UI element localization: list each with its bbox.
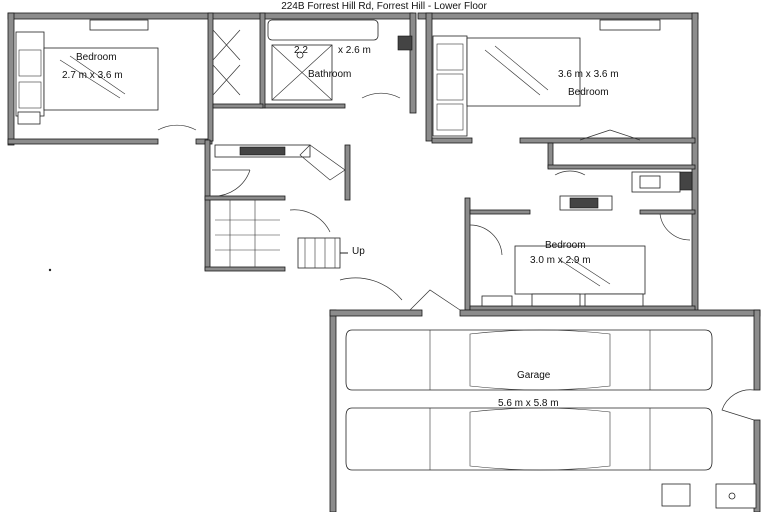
bathroom-name: Bathroom xyxy=(308,69,352,80)
wardrobe xyxy=(212,29,241,96)
bedroom-mid-name: Bedroom xyxy=(545,240,586,251)
dot xyxy=(48,268,52,272)
garage-fixtures xyxy=(339,277,757,509)
bedroom-left-furniture xyxy=(15,19,159,125)
bedroom-right-size: 3.6 m x 3.6 m xyxy=(558,69,619,80)
stairs xyxy=(215,200,348,269)
laundry xyxy=(554,170,693,211)
plan-title: 224B Forrest Hill Rd, Forrest Hill - Low… xyxy=(281,1,487,12)
bedroom-mid-furniture xyxy=(469,213,691,307)
bedroom-left-name: Bedroom xyxy=(76,52,117,63)
garage-size: 5.6 m x 5.8 m xyxy=(498,398,559,409)
stairs-up-label: Up xyxy=(352,246,365,257)
hall-fixtures xyxy=(157,92,401,197)
bedroom-mid-size: 3.0 m x 2.9 m xyxy=(530,255,591,266)
garage-name: Garage xyxy=(517,370,551,381)
bathroom-fixtures xyxy=(267,19,413,101)
bathroom-width: 2.2 xyxy=(294,45,308,56)
bathroom-height: x 2.6 m xyxy=(338,45,371,56)
bedroom-left-size: 2.7 m x 3.6 m xyxy=(62,70,123,81)
bedroom-right-name: Bedroom xyxy=(568,87,609,98)
bedroom-right-furniture xyxy=(432,19,661,141)
walls xyxy=(7,12,761,512)
